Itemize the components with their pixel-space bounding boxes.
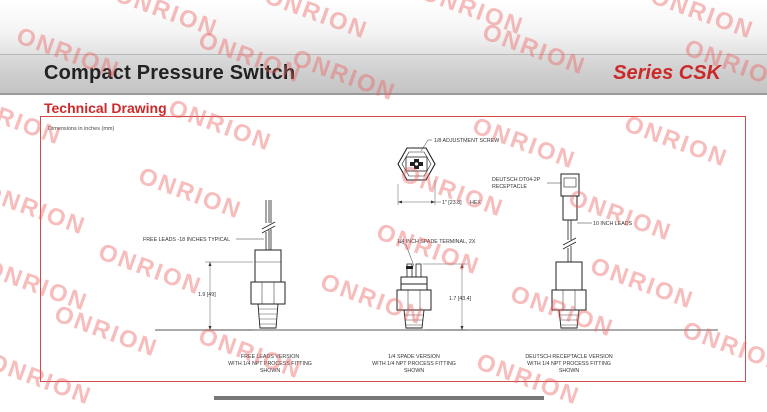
deutsch-receptacle-label-2: RECEPTACLE (492, 184, 527, 190)
deutsch-caption-line-2: WITH 1/4 NPT PROCESS FITTING (527, 361, 611, 367)
free-leads-switch: FREE LEADS -18 INCHES TYPICAL 1.9 [49] F… (143, 200, 312, 374)
free-caption-line-1: FREE LEADS VERSION (241, 354, 299, 360)
deutsch-caption-line-3: SHOWN (559, 368, 579, 374)
top-view-hex: 1/8 ADJUSTMENT SCREW 1" [23.8] HEX (397, 138, 499, 206)
spade-terminal-label: 1/4 INCH SPADE TERMINAL, 2X (397, 239, 476, 245)
free-caption-line-2: WITH 1/4 NPT PROCESS FITTING (228, 361, 312, 367)
series-name: Series CSK (613, 62, 721, 84)
deutsch-receptacle-switch: DEUTSCH DT04-2P RECEPTACLE 10 INCH LEADS… (492, 173, 633, 374)
free-height-dimension: 1.9 [49] (198, 292, 216, 298)
free-caption-line-3: SHOWN (260, 368, 280, 374)
spade-caption-line-3: SHOWN (404, 368, 424, 374)
section-title: Technical Drawing (44, 100, 167, 116)
deutsch-caption-line-1: DEUTSCH RECEPTACLE VERSION (525, 354, 612, 360)
page-header: Compact Pressure Switch Series CSK (0, 54, 767, 95)
free-leads-label: FREE LEADS -18 INCHES TYPICAL (143, 237, 230, 243)
spade-caption-line-1: 1/4 SPADE VERSION (388, 354, 440, 360)
units-note: Dimensions in inches (mm) (48, 126, 114, 132)
technical-drawing: Dimensions in inches (mm) 1/8 ADJUSTMENT… (48, 126, 718, 374)
spade-height-dimension: 1.7 [43.4] (449, 296, 472, 302)
spade-caption-line-2: WITH 1/4 NPT PROCESS FITTING (372, 361, 456, 367)
bottom-bar (214, 396, 544, 400)
ten-inch-leads-label: 10 INCH LEADS (593, 221, 633, 227)
top-band (0, 0, 767, 54)
adjustment-screw-label: 1/8 ADJUSTMENT SCREW (434, 138, 499, 144)
page-title: Compact Pressure Switch (44, 62, 296, 84)
deutsch-receptacle-label-1: DEUTSCH DT04-2P (492, 177, 541, 183)
hex-dimension: 1" [23.8] (442, 200, 462, 206)
hex-label: HEX (470, 200, 481, 206)
drawing-frame (40, 116, 746, 382)
spade-terminal-switch: 1/4 INCH SPADE TERMINAL, 2X 1.7 [43.4] 1… (372, 239, 476, 374)
